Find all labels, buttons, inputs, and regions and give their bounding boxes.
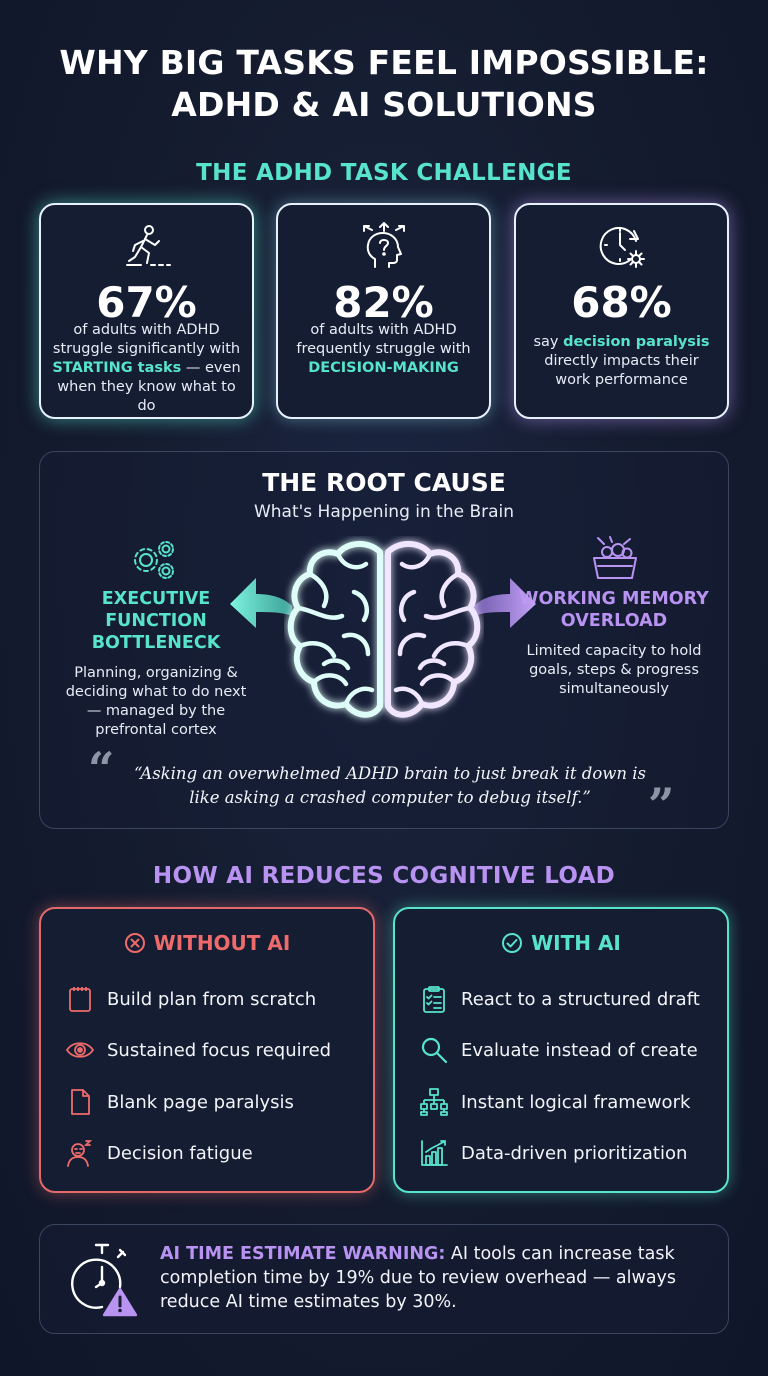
stat-card-starting: 67% of adults with ADHD struggle signifi… [39,203,254,419]
without-ai-item: Decision fatigue [65,1137,253,1169]
tired-person-icon [67,1140,93,1167]
ai-time-warning-text: AI TIME ESTIMATE WARNING: AI tools can i… [160,1244,677,1312]
brain-illustration [287,541,481,718]
working-memory-block: WORKING MEMORY OVERLOAD Limited capacity… [514,588,714,699]
challenge-section-title: THE ADHD TASK CHALLENGE [196,160,572,186]
bar-chart-icon [421,1140,448,1166]
executive-function-title: EXECUTIVE FUNCTION BOTTLENECK [91,589,221,653]
gears-icon [134,541,174,579]
overflowing-basket-icon [593,536,637,579]
ai-section-title: HOW AI REDUCES COGNITIVE LOAD [152,863,616,889]
with-ai-item: Data-driven prioritization [419,1137,687,1169]
stopwatch-warning-icon [71,1243,138,1317]
with-ai-item: Evaluate instead of create [419,1034,698,1066]
left-arrow-icon [230,578,292,628]
stat-description: of adults with ADHD frequently struggle … [296,322,471,376]
hierarchy-icon [420,1088,448,1116]
stat-description: of adults with ADHD struggle significant… [52,322,241,414]
right-arrow-icon [474,578,536,628]
open-quote-icon: “ [88,742,115,796]
executive-function-desc: Planning, organizing & deciding what to … [65,665,247,738]
close-quote-icon: ” [648,778,675,832]
main-title: WHY BIG TASKS FEEL IMPOSSIBLE: ADHD & AI… [0,42,768,126]
stat-value: 82% [333,278,434,327]
without-ai-item: Blank page paralysis [65,1086,294,1118]
main-title-line-2: ADHD & AI SOLUTIONS [171,85,597,124]
working-memory-desc: Limited capacity to hold goals, steps & … [526,643,702,697]
root-cause-title: THE ROOT CAUSE [262,468,506,497]
head-crossroads-icon [362,222,405,268]
eye-icon [65,1042,95,1058]
executive-function-block: EXECUTIVE FUNCTION BOTTLENECK Planning, … [58,588,254,740]
ai-time-warning-panel: AI TIME ESTIMATE WARNING: AI tools can i… [39,1224,729,1334]
with-ai-item: React to a structured draft [419,983,700,1015]
stat-card-decision: 82% of adults with ADHD frequently strug… [276,203,491,419]
brain-quote: “Asking an overwhelmed ADHD brain to jus… [133,764,647,807]
without-ai-heading: WITHOUT AI [41,931,373,955]
x-circle-icon [124,933,145,953]
without-ai-item: Sustained focus required [65,1034,331,1066]
root-cause-subtitle: What's Happening in the Brain [253,502,515,522]
person-starting-icon [125,225,171,266]
working-memory-title: WORKING MEMORY OVERLOAD [519,589,709,631]
clock-gear-icon [599,226,645,268]
stat-value: 67% [96,278,197,327]
blank-page-icon [71,1089,90,1115]
stat-description: say decision paralysis directly impacts … [533,334,710,388]
without-ai-item: Build plan from scratch [65,983,316,1015]
stat-card-paralysis: 68% say decision paralysis directly impa… [514,203,729,419]
check-circle-icon [502,933,523,953]
with-ai-item: Instant logical framework [419,1086,690,1118]
checklist-clipboard-icon [423,986,445,1013]
without-ai-card: WITHOUT AI Build plan from scratch Susta… [39,907,375,1193]
root-cause-panel: THE ROOT CAUSE What's Happening in the B… [39,451,729,832]
with-ai-card: WITH AI React to a structured draft Eval… [393,907,729,1193]
stat-value: 68% [571,278,672,327]
magnifier-icon [421,1037,448,1064]
notepad-icon [69,987,91,1012]
main-title-line-1: WHY BIG TASKS FEEL IMPOSSIBLE: [59,43,709,82]
with-ai-heading: WITH AI [395,931,727,955]
